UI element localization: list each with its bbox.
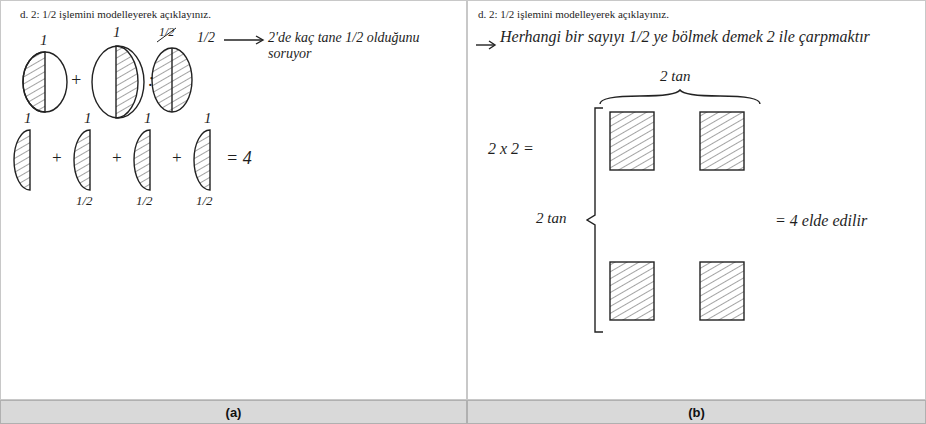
operator: + xyxy=(111,148,122,168)
operator: + xyxy=(70,70,82,91)
count-label: 2 tan xyxy=(536,210,566,227)
caption-text: (b) xyxy=(688,405,705,420)
value-label: 1/2 xyxy=(136,194,153,209)
result-label: = 4 xyxy=(226,148,252,169)
caption-text: (a) xyxy=(226,405,242,420)
question-text: d. 2: 1/2 işlemini modelleyerek açıklayı… xyxy=(478,8,669,21)
operator: : xyxy=(148,70,154,91)
result-label: = 4 elde edilir xyxy=(775,212,867,230)
value-label: 1 xyxy=(113,24,121,41)
oval-models xyxy=(23,28,263,118)
value-label: 1 xyxy=(144,110,152,127)
count-label: 2 tan xyxy=(660,68,690,85)
operator: + xyxy=(51,148,62,168)
value-label: 1 xyxy=(24,110,32,127)
equation-label: 2 x 2 = xyxy=(488,140,534,158)
value-label: 1/2 xyxy=(196,194,213,209)
value-label: 1/2 xyxy=(76,194,93,209)
value-label: 1 xyxy=(204,110,212,127)
panel-frame xyxy=(1,1,467,400)
explanation-note: Herhangi bir sayıyı 1/2 ye bölmek demek … xyxy=(500,28,910,46)
question-text: d. 2: 1/2 işlemini modelleyerek açıklayı… xyxy=(20,8,211,21)
value-label: 1 xyxy=(84,110,92,127)
operator: + xyxy=(171,148,182,168)
caption-cell: (a) xyxy=(0,400,467,424)
half-oval-models xyxy=(14,130,210,190)
explanation-note: 2'de kaç tane 1/2 olduğunu soruyor xyxy=(268,30,458,62)
value-label: 1 xyxy=(40,32,48,49)
caption-cell: (b) xyxy=(467,400,926,424)
square-models xyxy=(476,41,760,332)
panel-frame xyxy=(468,1,926,400)
value-label: 1/2 xyxy=(197,30,215,46)
value-label: 1/2 xyxy=(159,26,174,40)
